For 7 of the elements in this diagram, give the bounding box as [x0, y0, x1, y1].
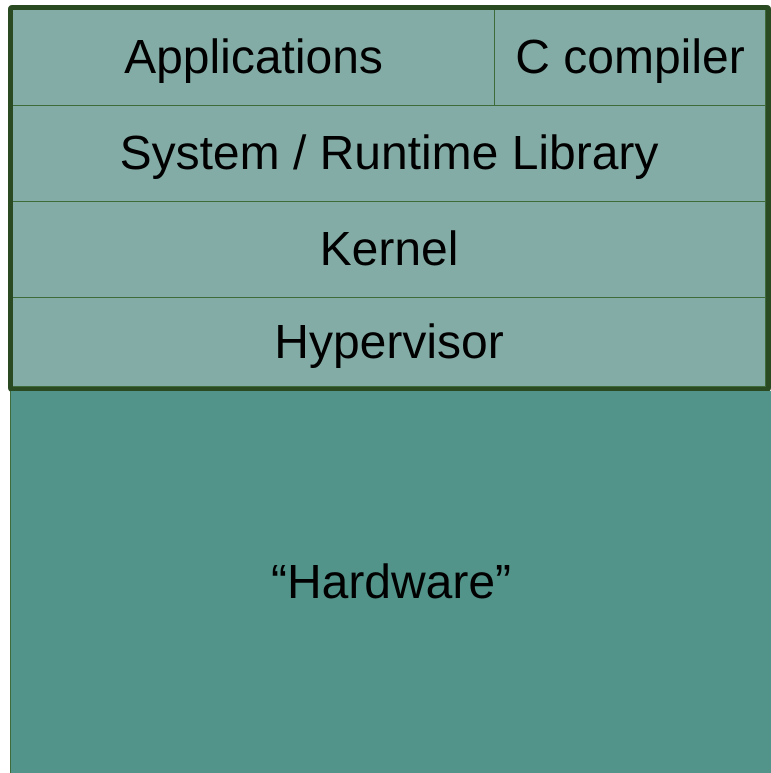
- layer-box: System / Runtime Library: [13, 106, 766, 202]
- software-stack-frame: [8, 5, 771, 392]
- layer-box: Applications: [13, 10, 495, 106]
- layer-box: C compiler: [495, 10, 766, 106]
- layer-box: Hypervisor: [13, 298, 766, 387]
- layer-box: “Hardware”: [10, 391, 771, 773]
- layer-box: Kernel: [13, 202, 766, 298]
